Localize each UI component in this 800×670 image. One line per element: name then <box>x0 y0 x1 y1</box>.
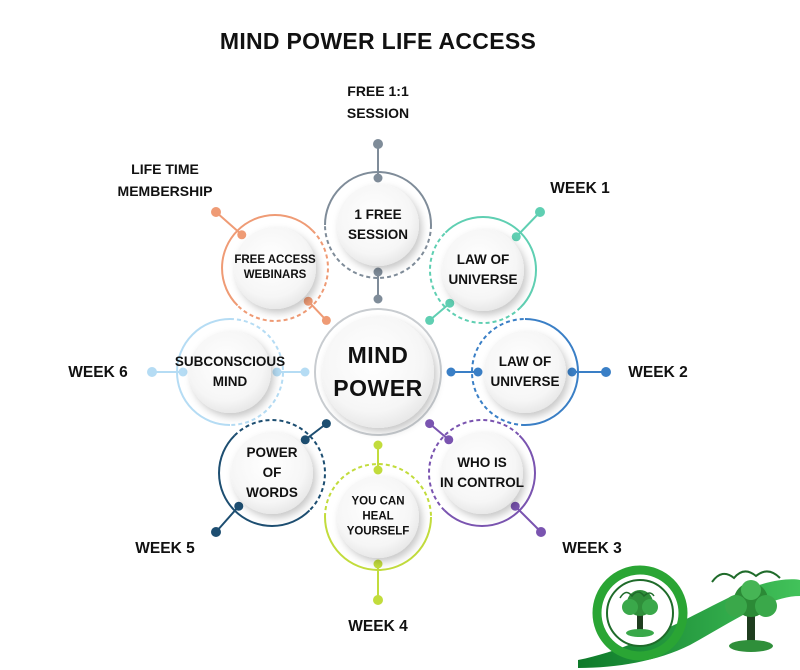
week4-circle-text: YOU CAN HEAL YOURSELF <box>346 495 410 538</box>
satellite-circles <box>176 171 579 571</box>
week4-face <box>337 476 419 558</box>
center-text: MIND POWER <box>333 342 423 401</box>
week6-dot <box>147 367 157 377</box>
week4-circle <box>324 463 432 571</box>
week5-circle-text: POWER OF WORDS <box>246 445 298 500</box>
week6-dot <box>300 367 310 377</box>
week4-arc-solid <box>324 516 432 571</box>
week6-dot <box>178 367 188 377</box>
lifetime-circle-text: FREE ACCESS WEBINARS <box>234 254 316 281</box>
week2-dot <box>567 367 577 377</box>
page-title: MIND POWER LIFE ACCESS <box>219 28 537 54</box>
week3-circle-text: WHO IS IN CONTROL <box>440 455 524 490</box>
week1-arc-dashed <box>429 231 522 324</box>
logo-ring <box>592 565 688 661</box>
week5-dot <box>234 501 244 511</box>
week3-arc-dashed <box>428 419 521 512</box>
week2-dot <box>601 367 611 377</box>
lifetime-arc-dashed <box>236 229 329 322</box>
lifetime-arc-solid <box>221 214 314 307</box>
week2-circle-text: LAW OF UNIVERSE <box>490 354 560 389</box>
lifetime-dot <box>237 230 247 240</box>
week2-face <box>484 331 566 413</box>
logo-script-text <box>619 591 655 599</box>
week2-dot <box>446 367 456 377</box>
week3-label: WEEK 3 <box>562 540 622 557</box>
week4-dot <box>373 465 383 475</box>
week2-arc-dashed <box>471 318 526 426</box>
week5-dot <box>211 527 221 537</box>
week1-circle-text: LAW OF UNIVERSE <box>448 252 518 287</box>
week3-dot <box>536 527 546 537</box>
lifetime-dot <box>211 207 221 217</box>
free-session-arc-dashed <box>324 224 432 279</box>
logo-tree-large-icon <box>711 570 781 652</box>
lifetime-circle <box>221 214 329 322</box>
week4-label: WEEK 4 <box>348 618 408 635</box>
lifetime-face <box>234 227 316 309</box>
week5-face <box>231 432 313 514</box>
week6-arc-solid <box>176 318 231 426</box>
week5-label: WEEK 5 <box>135 540 195 557</box>
week1-dot <box>511 232 521 242</box>
week1-dot <box>535 207 545 217</box>
week4-dot <box>373 595 383 605</box>
week5-arc-dashed <box>233 419 326 512</box>
lifetime-dot <box>303 296 313 306</box>
free-session-face <box>337 184 419 266</box>
week5-circle <box>218 419 326 527</box>
week1-circle <box>429 216 537 324</box>
week3-face <box>441 432 523 514</box>
week5-arc-solid <box>218 434 311 527</box>
connector-lines <box>147 139 611 605</box>
week4-dot <box>373 559 383 569</box>
week6-label: WEEK 6 <box>68 364 128 381</box>
week5-dot <box>321 419 331 429</box>
free-session-dot <box>373 173 383 183</box>
week6-arc-dashed <box>229 318 284 426</box>
free-session-label: FREE 1:1 SESSION <box>346 83 410 121</box>
week3-dot <box>425 419 435 429</box>
week3-dot <box>444 435 454 445</box>
week5-dot <box>300 435 310 445</box>
brand-logo <box>578 565 800 668</box>
free-session-circle-text: 1 FREE SESSION <box>347 207 409 242</box>
week6-circle-text: SUBCONSCIOUS MIND <box>174 354 286 389</box>
week2-circle <box>471 318 579 426</box>
free-session-dot <box>373 294 383 304</box>
free-session-dot <box>373 139 383 149</box>
week3-dot <box>510 501 520 511</box>
week1-arc-solid <box>444 216 537 309</box>
logo-tree-icon <box>622 590 658 637</box>
week1-dot <box>425 315 435 325</box>
lifetime-dot <box>321 315 331 325</box>
week4-arc-dashed <box>324 463 432 518</box>
free-session-arc-solid <box>324 171 432 226</box>
week1-label: WEEK 1 <box>550 180 610 197</box>
week2-arc-solid <box>524 318 579 426</box>
week1-face <box>442 229 524 311</box>
week6-circle <box>176 318 284 426</box>
center-circle <box>314 308 442 436</box>
week6-face <box>189 331 271 413</box>
week6-dot <box>272 367 282 377</box>
center-face <box>322 316 434 428</box>
week3-circle <box>428 419 536 527</box>
lifetime-label: LIFE TIME MEMBERSHIP <box>117 161 213 199</box>
week2-label: WEEK 2 <box>628 364 688 381</box>
week2-dot <box>473 367 483 377</box>
week4-dot <box>373 440 383 450</box>
free-session-circle <box>324 171 432 279</box>
week1-dot <box>445 298 455 308</box>
week3-arc-solid <box>443 434 536 527</box>
free-session-dot <box>373 267 383 277</box>
